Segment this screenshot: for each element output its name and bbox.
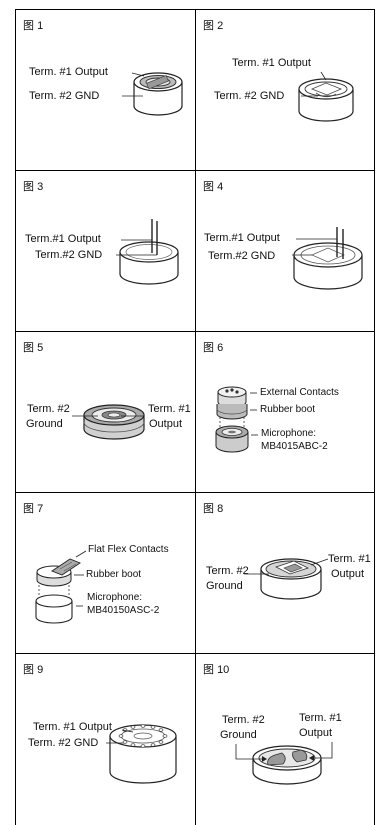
term1-label: Term.#1 Output [204, 232, 280, 244]
panel-6: 图 6 External Contacts Rubber boot Microp… [196, 332, 374, 492]
part-number-label: MB40150ASC-2 [87, 605, 160, 616]
term1-label: Term. #1 Output [29, 66, 108, 78]
microphone-pin-leads-drawing [116, 219, 179, 285]
microphone-label: Microphone: [261, 428, 317, 439]
term2-label: Term.#2 GND [35, 249, 103, 261]
grid-divider-row3 [15, 492, 375, 493]
microphone-flat-flex-drawing [35, 550, 87, 624]
panel-3: 图 3 Term.#1 Output Term.#2 GND [16, 171, 195, 331]
microphone-bottom-pads-drawing [235, 742, 333, 785]
panel-caption: 图 3 [23, 180, 44, 193]
microphone-pad-array-drawing [106, 724, 177, 784]
rubber-boot-label: Rubber boot [86, 569, 142, 580]
term2-label: Term. #2 GND [28, 737, 99, 749]
ground-label: Ground [220, 729, 257, 741]
panel-caption: 图 2 [203, 19, 224, 32]
output-label: Output [149, 418, 183, 430]
panel-2: 图 2 Term. #1 Output Term. #2 GND [196, 10, 374, 170]
term1-label: Term. #1 [148, 403, 191, 415]
grid-border-right [374, 9, 375, 825]
panel-1: 图 1 Term. #1 Output Term. #2 GND [16, 10, 195, 170]
panel-5: 图 5 Term. #2 Ground Term. #1 Output [16, 332, 195, 492]
panel-caption: 图 9 [23, 663, 44, 676]
panel-7: 图 7 Flat Flex Contacts Rubber boot Micro… [16, 493, 195, 653]
panel-caption: 图 5 [23, 341, 44, 354]
flat-flex-contacts-label: Flat Flex Contacts [88, 544, 169, 555]
microphone-label: Microphone: [87, 592, 143, 603]
ground-label: Ground [26, 418, 63, 430]
term1-label: Term. #1 [328, 553, 371, 565]
term1-label: Term.#1 Output [25, 233, 101, 245]
term2-label: Term. #2 GND [29, 90, 100, 102]
panel-8: 图 8 Term. #2 Ground Term. #1 Output [196, 493, 374, 653]
grid-divider-row2 [15, 331, 375, 332]
external-contacts-label: External Contacts [260, 387, 339, 398]
term1-label: Term. #1 Output [33, 721, 112, 733]
panel-caption: 图 8 [203, 502, 224, 515]
term1-label: Term. #1 Output [232, 57, 311, 69]
part-number-label: MB4015ABC-2 [261, 441, 328, 452]
term2-label: Term. #2 GND [214, 90, 285, 102]
grid-border-left [15, 9, 16, 825]
output-label: Output [331, 568, 365, 580]
rubber-boot-label: Rubber boot [260, 404, 316, 415]
microphone-pcb-top-drawing [244, 558, 329, 600]
term2-label: Term.#2 GND [208, 250, 276, 262]
term2-label: Term. #2 [206, 565, 249, 577]
panel-caption: 图 10 [203, 663, 230, 676]
grid-divider-vertical [195, 9, 196, 825]
panel-9: 图 9 Term. #1 Output Term. #2 GND [16, 654, 195, 825]
panel-caption: 图 1 [23, 19, 44, 32]
grid-divider-row1 [15, 170, 375, 171]
panel-caption: 图 7 [23, 502, 44, 515]
ground-label: Ground [206, 580, 243, 592]
output-label: Output [299, 727, 333, 739]
panel-4: 图 4 Term.#1 Output Term.#2 GND [196, 171, 374, 331]
microphone-pin-leads-open-drawing [292, 227, 363, 290]
microphone-concentric-contacts-drawing [72, 404, 145, 440]
panel-caption: 图 6 [203, 341, 224, 354]
grid-divider-row4 [15, 653, 375, 654]
term2-label: Term. #2 [222, 714, 265, 726]
term1-label: Term. #1 [299, 712, 342, 724]
term2-label: Term. #2 [27, 403, 70, 415]
microphone-top-slot-drawing [122, 72, 183, 116]
microphone-exploded-boot-drawing [215, 386, 258, 453]
panel-10: 图 10 Term. #2 Ground Term. #1 Output [196, 654, 374, 825]
panel-caption: 图 4 [203, 180, 224, 193]
microphone-open-top-drawing [298, 71, 354, 122]
grid-border-top [15, 9, 375, 10]
